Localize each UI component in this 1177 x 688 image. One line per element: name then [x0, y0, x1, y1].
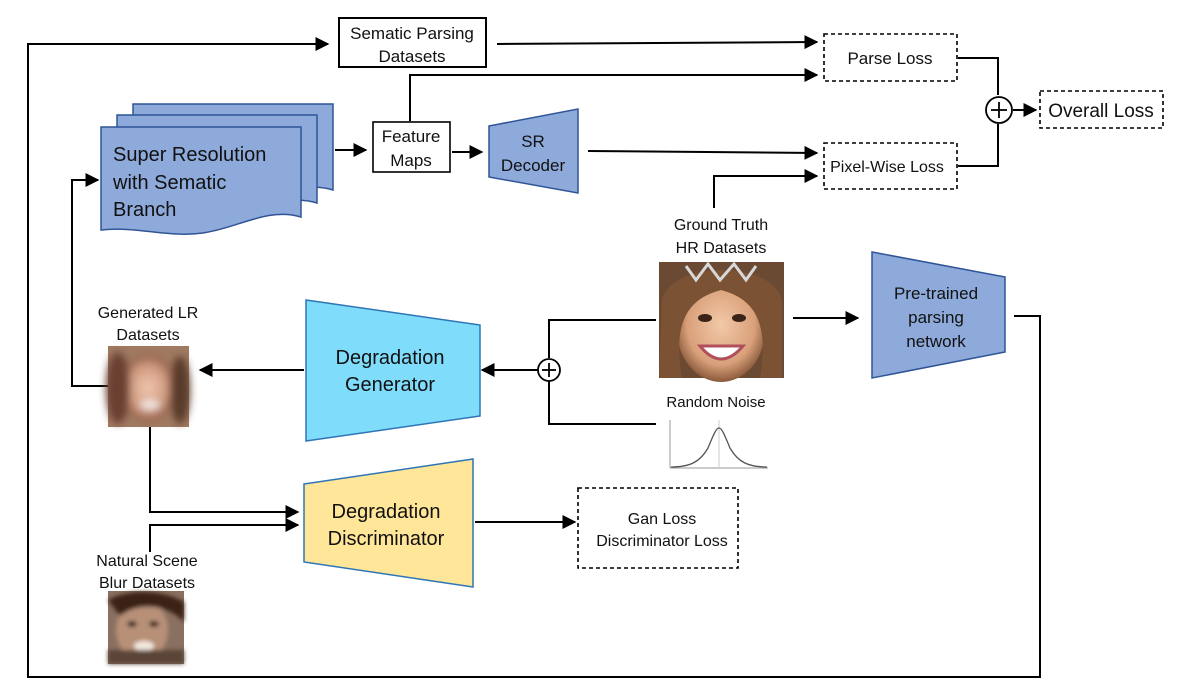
- gan-loss-label-2: Discriminator Loss: [596, 533, 728, 550]
- parse-loss-node: Parse Loss: [823, 33, 958, 82]
- semantic-parsing-label-1: Sematic Parsing: [350, 24, 474, 43]
- groundtruth-to-pixelloss-arrow: [713, 169, 819, 208]
- generated-lr-face-image: [106, 346, 190, 427]
- gaussian-curve-image: [669, 420, 768, 469]
- semantic-parsing-label-2: Datasets: [378, 47, 445, 66]
- branch-label-3: Branch: [113, 199, 176, 221]
- degradation-discriminator-node: Degradation Discriminator: [303, 458, 474, 588]
- decoder-to-pixelloss-arrow: [587, 145, 819, 160]
- ground-truth-face-image: [659, 261, 784, 382]
- semantic-parsing-node: Sematic Parsing Datasets: [338, 17, 487, 68]
- features-to-parseloss-arrow: [409, 68, 819, 121]
- generated-lr-node: Generated LR Datasets: [98, 305, 199, 427]
- pretrained-label-3: network: [906, 332, 966, 351]
- natural-scene-node: Natural Scene Blur Datasets: [96, 553, 198, 664]
- degradation-generator-node: Degradation Generator: [305, 299, 481, 442]
- gan-loss-node: Gan Loss Discriminator Loss: [577, 487, 739, 569]
- random-noise-label: Random Noise: [666, 394, 765, 411]
- overall-sum-node: [985, 96, 1013, 124]
- overall-loss-label: Overall Loss: [1048, 101, 1154, 122]
- parsing-to-parseloss-arrow: [496, 35, 819, 50]
- sr-decoder-node: SR Decoder: [488, 108, 579, 194]
- random-noise-node: Random Noise: [666, 394, 768, 469]
- generator-label-2: Generator: [345, 374, 435, 396]
- feedback-loop-arrow: [27, 37, 1041, 678]
- noise-sum-node: [537, 358, 561, 382]
- parseloss-to-sum-line: [958, 57, 999, 95]
- natural-scene-label-2: Blur Datasets: [99, 575, 195, 592]
- branch-label-2: with Sematic: [112, 172, 226, 194]
- lr-to-branch-arrow: [71, 173, 108, 387]
- natural-to-discriminator-arrow: [149, 518, 300, 552]
- discriminator-label-1: Degradation: [332, 501, 441, 523]
- generated-lr-label-2: Datasets: [116, 327, 179, 344]
- lr-to-discriminator-arrow: [149, 427, 300, 519]
- ground-truth-label-2: HR Datasets: [676, 240, 767, 257]
- feature-maps-node: Feature Maps: [372, 121, 451, 173]
- sr-decoder-label-1: SR: [521, 132, 545, 151]
- branch-label-1: Super Resolution: [113, 144, 266, 166]
- feature-maps-label-1: Feature: [382, 127, 441, 146]
- connectors: [27, 35, 1041, 678]
- pretrained-label-2: parsing: [908, 308, 964, 327]
- ground-truth-node: Ground Truth HR Datasets: [659, 217, 784, 382]
- pretrained-parsing-node: Pre-trained parsing network: [871, 251, 1006, 379]
- sr-decoder-label-2: Decoder: [501, 156, 566, 175]
- pixelloss-to-sum-line: [958, 124, 999, 167]
- groundtruth-to-noisesum-line: [548, 319, 656, 358]
- discriminator-label-2: Discriminator: [328, 528, 445, 550]
- natural-scene-label-1: Natural Scene: [96, 553, 197, 570]
- gan-loss-label-1: Gan Loss: [628, 511, 696, 528]
- overall-loss-node: Overall Loss: [1039, 90, 1164, 129]
- feature-maps-label-2: Maps: [390, 151, 432, 170]
- pretrained-label-1: Pre-trained: [894, 284, 978, 303]
- natural-scene-face-image: [108, 591, 184, 664]
- super-resolution-branch-node: Super Resolution with Sematic Branch: [100, 103, 334, 235]
- parse-loss-label: Parse Loss: [847, 49, 932, 68]
- pixel-wise-loss-node: Pixel-Wise Loss: [823, 142, 958, 190]
- noise-to-noisesum-line: [548, 381, 656, 425]
- generator-label-1: Degradation: [336, 347, 445, 369]
- generated-lr-label-1: Generated LR: [98, 305, 199, 322]
- ground-truth-label-1: Ground Truth: [674, 217, 768, 234]
- pixel-wise-loss-label: Pixel-Wise Loss: [830, 159, 944, 176]
